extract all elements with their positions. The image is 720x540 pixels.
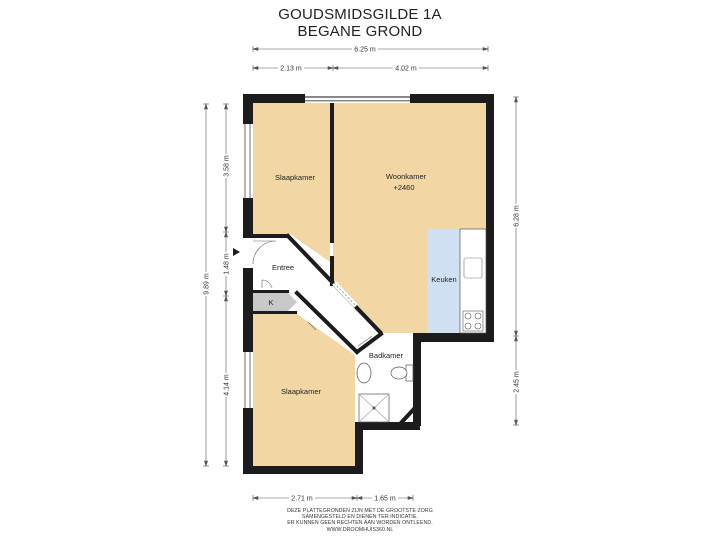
- washbasin-icon: [356, 362, 372, 384]
- dim-left-top: 3.58 m: [224, 155, 231, 177]
- dim-bottom-right: 1.65 m: [374, 496, 396, 503]
- label-woonkamer-level: +2460: [393, 183, 414, 192]
- disclaimer-line-1: DEZE PLATTEGRONDEN ZIJN MET DE GROOTSTE …: [287, 508, 433, 514]
- stove-icon: [462, 310, 484, 332]
- label-slaapkamer-top: Slaapkamer: [275, 173, 316, 182]
- dim-left-total: 9.89 m: [204, 273, 211, 295]
- dim-right-bottom: 2.45 m: [514, 371, 521, 393]
- disclaimer-line-3: ER KUNNEN GEEN RECHTEN AAN WORDEN ONTLEE…: [287, 520, 433, 527]
- doors: [252, 240, 373, 347]
- room-slaapkamer-bottom: [253, 314, 355, 466]
- sink-icon: [463, 257, 483, 279]
- walls: [243, 94, 494, 474]
- dim-top-right: 4.02 m: [395, 66, 417, 73]
- label-entree: Entree: [272, 263, 294, 272]
- label-kast: K: [268, 298, 273, 307]
- bathroom-fixtures: [356, 362, 414, 423]
- disclaimer-line-2: SAMENGESTELD EN DIENEN TER INDICATIE.: [302, 514, 418, 521]
- dim-bottom-left: 2.71 m: [291, 496, 313, 503]
- label-slaapkamer-bottom: Slaapkamer: [281, 387, 322, 396]
- disclaimer: DEZE PLATTEGRONDEN ZIJN MET DE GROOTSTE …: [0, 508, 720, 533]
- shower-icon: [358, 393, 390, 423]
- entrance-arrow-icon: [233, 248, 240, 256]
- label-badkamer: Badkamer: [369, 351, 404, 360]
- dim-left-bottom: 4.14 m: [224, 374, 231, 396]
- dimension-label-bgs: [201, 44, 521, 503]
- kitchen-counter: [459, 228, 487, 334]
- room-keuken: [427, 229, 460, 333]
- room-slaapkamer-top: [253, 103, 330, 262]
- label-keuken: Keuken: [431, 275, 456, 284]
- dim-top-total: 6.25 m: [354, 47, 376, 54]
- plan-title: GOUDSMIDSGILDE 1A BEGANE GROND: [0, 6, 720, 40]
- title-address: GOUDSMIDSGILDE 1A: [278, 6, 442, 23]
- dim-right-top: 6.28 m: [514, 205, 521, 227]
- label-woonkamer: Woonkamer: [386, 172, 427, 181]
- title-floor: BEGANE GROND: [297, 23, 423, 40]
- interior-door-openings: [332, 281, 358, 308]
- toilet-icon: [390, 364, 414, 382]
- room-kast: [253, 293, 297, 311]
- disclaimer-website: WWW.DROOMHUIS360.NL: [326, 526, 394, 533]
- dim-top-left: 2.13 m: [280, 66, 302, 73]
- windows-left: [244, 124, 251, 408]
- room-entree: [253, 238, 376, 352]
- dim-left-mid: 1.48 m: [224, 253, 231, 275]
